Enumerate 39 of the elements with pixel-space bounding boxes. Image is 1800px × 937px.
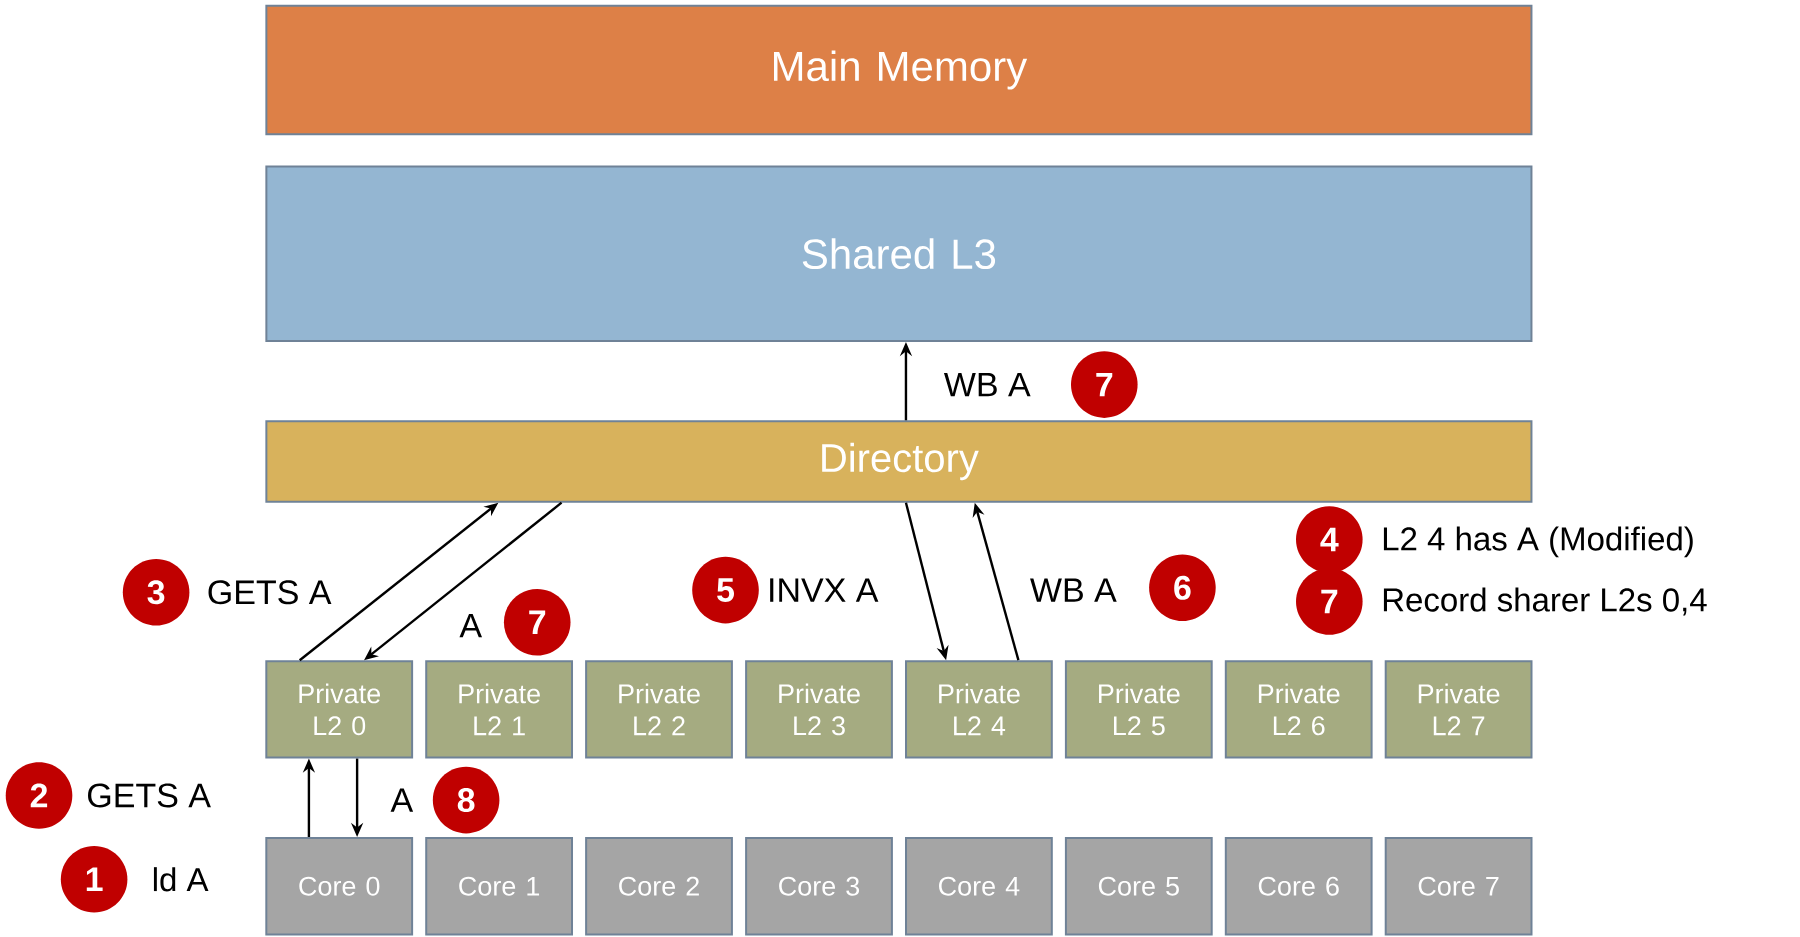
cache-box: Shared L3 [265, 165, 1533, 342]
memory-box: Main Memory [265, 4, 1533, 136]
edge-label: WB A [1030, 578, 1117, 602]
core-box: Core 4 [905, 837, 1053, 936]
callout-number: 5 [692, 556, 759, 624]
cache-box: Private L2 3 [745, 660, 893, 759]
cache-box: Private L2 2 [585, 660, 733, 759]
edge-label: A [459, 613, 483, 638]
callout-number: 3 [122, 559, 190, 626]
core-box: Core 5 [1064, 837, 1213, 936]
cache-box: Private L2 4 [905, 660, 1053, 759]
note-text: ld A [153, 867, 209, 892]
callout-number: 1 [60, 846, 128, 913]
callout-number: 8 [432, 766, 500, 834]
core-box: Core 3 [745, 837, 893, 936]
core-box: Core 6 [1224, 837, 1373, 936]
cache-box: Private L2 0 [265, 660, 414, 759]
cache-box: Private L2 1 [425, 660, 573, 759]
directory-box: Directory [265, 420, 1533, 503]
callout-number: 6 [1149, 554, 1216, 622]
edge-label: INVX A [770, 578, 879, 602]
cache-box: Private L2 6 [1224, 660, 1373, 759]
edge-label: WB A [943, 372, 1031, 397]
callout-number: 7 [1296, 568, 1363, 635]
core-box: Core 2 [585, 837, 733, 936]
core-box: Core 1 [425, 837, 573, 936]
note-text: Record sharer L2s 0,4 [1383, 587, 1707, 616]
note-text: L2 4 has A (Modified) [1383, 526, 1693, 558]
callout-number: 2 [5, 762, 73, 829]
callout-number: 7 [503, 588, 571, 656]
cache-box: Private L2 7 [1384, 660, 1533, 759]
callout-number: 7 [1071, 351, 1138, 418]
core-box: Core 0 [265, 837, 414, 936]
core-box: Core 7 [1384, 837, 1533, 936]
callout-number: 4 [1296, 506, 1363, 573]
edge-label: GETS A [88, 783, 211, 808]
cache-box: Private L2 5 [1064, 660, 1213, 759]
edge-label: GETS A [208, 580, 332, 605]
edge-label: A [390, 788, 414, 812]
